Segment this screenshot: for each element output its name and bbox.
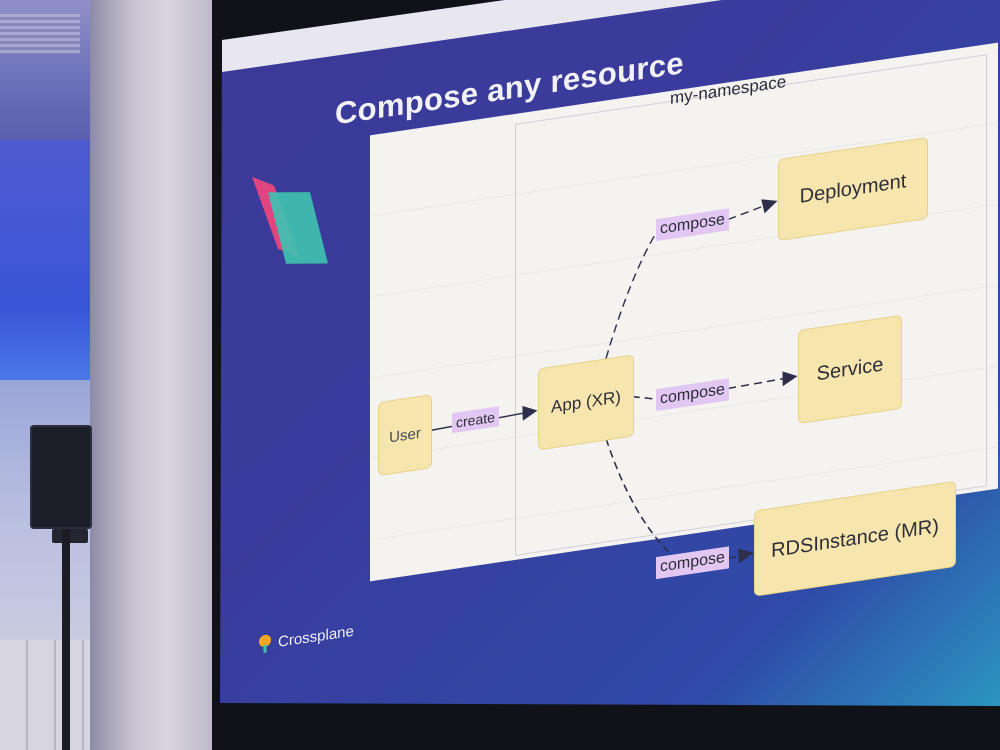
footer-brand-label: Crossplane <box>278 622 354 651</box>
edge-compose-rds <box>605 438 671 554</box>
speaker-stand-bracket <box>52 529 88 543</box>
room-pillar <box>90 0 230 750</box>
crossplane-brand-icon <box>259 634 271 654</box>
crossplane-logo-icon <box>252 176 328 264</box>
edge-compose-service <box>631 372 796 400</box>
node-user: User <box>378 394 432 477</box>
speaker-stand <box>62 529 70 750</box>
edge-compose-deployment <box>605 232 657 359</box>
diagram-edges <box>429 199 998 564</box>
speaker <box>30 425 92 529</box>
footer-brand: Crossplane <box>258 622 354 654</box>
node-app-xr: App (XR) <box>538 354 634 451</box>
diagram-panel: my-namespace User create App (XR) compos… <box>370 42 998 597</box>
edge-compose-rds-arrow <box>727 548 754 564</box>
edge-compose-deployment-arrow <box>727 199 778 221</box>
node-service: Service <box>798 314 902 425</box>
slide-content: Compose any resource my-namespace <box>230 0 1000 680</box>
ceiling-vent <box>0 14 80 54</box>
